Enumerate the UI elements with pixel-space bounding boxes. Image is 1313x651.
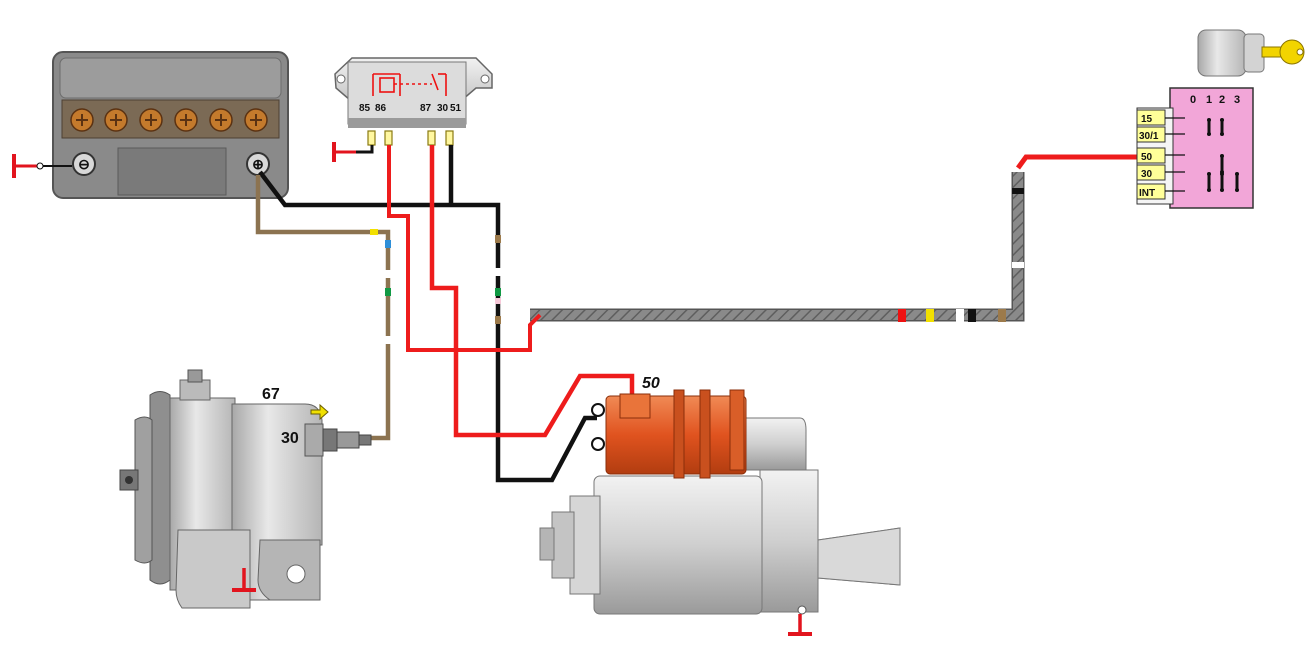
relay-pin-85-label: 85 (359, 103, 371, 114)
starter-solenoid (605, 389, 747, 479)
alternator: 67 30 (119, 369, 372, 609)
ignition-switch-position-labels: 0 1 2 3 (1190, 94, 1240, 106)
svg-text:0: 0 (1190, 94, 1196, 106)
battery-ground-symbol (12, 154, 72, 178)
svg-text:3: 3 (1234, 94, 1240, 106)
starter-relay: 85 86 87 30 51 (334, 57, 493, 146)
svg-text:⊕: ⊕ (252, 156, 264, 172)
svg-text:30: 30 (1141, 169, 1153, 180)
ignition-switch-contact-dots (1207, 118, 1239, 192)
wire-relay-87-red (429, 145, 635, 438)
svg-text:2: 2 (1219, 94, 1225, 106)
brown-wire-color-marks (370, 229, 391, 344)
battery-negative-terminal: ⊖ (72, 152, 96, 176)
alternator-ground-symbol (232, 568, 256, 592)
relay-pin-87-label: 87 (420, 103, 432, 114)
wire-alternator-brown (255, 175, 391, 441)
wire-relay-86-red (387, 145, 542, 352)
svg-text:30/1: 30/1 (1139, 131, 1159, 142)
wire-ignition-switch-red (1015, 154, 1138, 170)
svg-text:15: 15 (1141, 114, 1153, 125)
starter-ground-symbol (788, 614, 812, 636)
svg-text:INT: INT (1139, 188, 1155, 199)
relay-pin-86-label: 86 (375, 103, 387, 114)
wire-battery-positive-black (258, 170, 597, 483)
ignition-switch-contacts (1165, 117, 1239, 192)
wiring-harness (530, 172, 1025, 322)
alternator-terminal-67-label: 67 (262, 386, 280, 403)
starter-terminal-50-label: 50 (642, 375, 660, 392)
starter-terminals (591, 403, 605, 451)
relay-ground-symbol (332, 142, 374, 162)
ignition-switch: 0 1 2 3 15 30/1 50 30 INT (1136, 87, 1254, 209)
alternator-terminal-67-icon (310, 403, 329, 421)
key-icon (1261, 39, 1305, 65)
battery: ⊖ ⊕ (52, 51, 289, 199)
alternator-terminal-30-label: 30 (281, 430, 299, 447)
svg-text:⊖: ⊖ (78, 156, 90, 172)
svg-text:50: 50 (1141, 152, 1153, 163)
black-wire-color-marks (495, 235, 501, 324)
relay-pin-30-label: 30 (437, 103, 449, 114)
starter-motor (539, 417, 901, 615)
ignition-lock-icon (1197, 29, 1265, 77)
battery-positive-terminal: ⊕ (246, 152, 270, 176)
relay-pin-51-label: 51 (450, 103, 462, 114)
ignition-switch-terminal-labels: 15 30/1 50 30 INT (1136, 109, 1166, 200)
svg-text:1: 1 (1206, 94, 1212, 106)
relay-terminals (367, 130, 454, 146)
relay-internal-schematic (372, 73, 447, 96)
